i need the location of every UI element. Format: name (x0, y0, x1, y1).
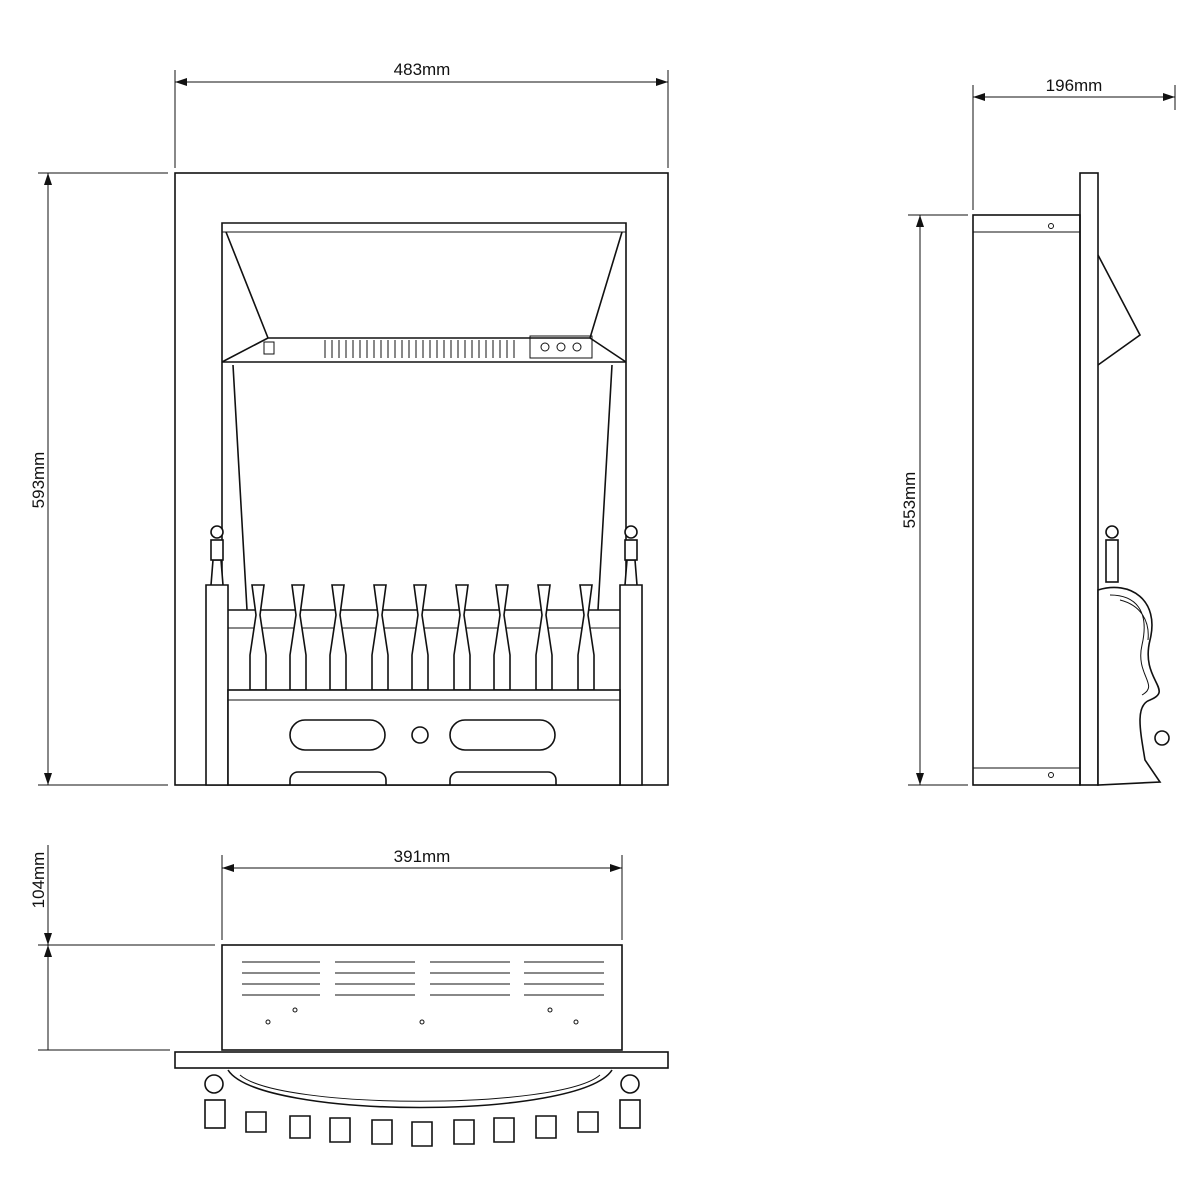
top-depth-label: 104mm (29, 852, 48, 909)
finials (205, 525, 643, 786)
front-height-label: 593mm (29, 452, 48, 509)
front-vents (324, 340, 515, 358)
dimension-top-depth: 104mm (29, 845, 215, 1051)
dimension-side-height: 553mm (900, 214, 968, 786)
top-view: 391mm 104mm (29, 845, 669, 1147)
ashpan (227, 689, 621, 786)
front-view: 483mm 593mm (29, 60, 669, 786)
control-panel (529, 335, 593, 359)
top-fret (204, 1069, 641, 1147)
top-width-label: 391mm (394, 847, 451, 866)
top-front-plate (174, 1051, 669, 1069)
grate-bars (249, 584, 595, 691)
side-body (972, 214, 1081, 786)
side-view: 196mm 553mm (900, 76, 1176, 786)
top-vents (242, 961, 604, 996)
dimension-top-width: 391mm (221, 847, 623, 940)
side-hood (1097, 254, 1142, 366)
switch-icon (263, 341, 275, 355)
dimension-side-depth: 196mm (972, 76, 1176, 210)
dimension-front-width: 483mm (174, 60, 669, 168)
side-front-plate (1079, 172, 1099, 786)
dimension-front-height: 593mm (29, 172, 168, 786)
firebox (205, 222, 643, 786)
front-width-label: 483mm (394, 60, 451, 79)
side-height-label: 553mm (900, 472, 919, 529)
top-body (221, 944, 623, 1051)
side-depth-label: 196mm (1046, 76, 1103, 95)
side-fret (1097, 525, 1170, 786)
